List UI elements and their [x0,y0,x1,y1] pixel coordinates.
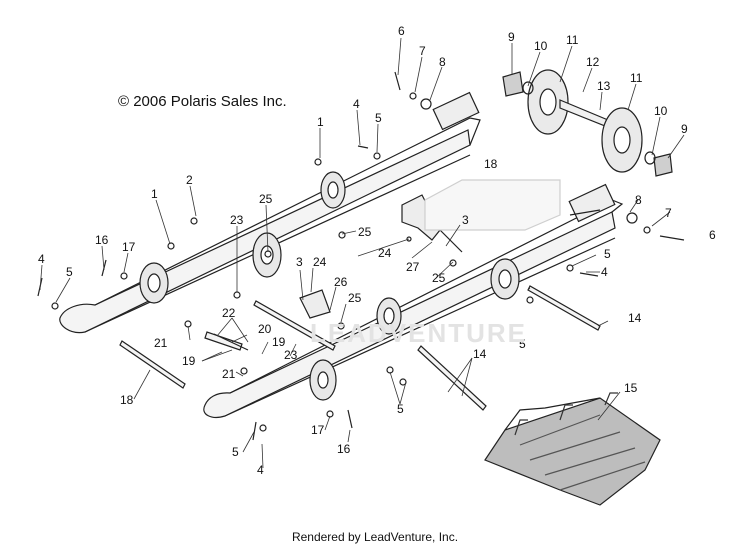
callout-3-lower: 3 [296,255,303,269]
callout-4-bottom: 4 [257,463,264,477]
callout-8-right: 8 [635,193,642,207]
idler-wheel-right-rear [490,258,520,300]
callout-14-lower: 14 [473,347,487,361]
callout-27: 27 [406,260,420,274]
callout-11-top: 11 [566,33,579,47]
idler-wheel-right-mid [376,297,402,335]
callout-1-left: 1 [151,187,158,201]
hardware-washers [51,92,651,432]
callout-26: 26 [334,275,348,289]
callout-16-left: 16 [95,233,109,247]
copyright-text: © 2006 Polaris Sales Inc. [118,93,287,110]
callout-13: 13 [597,79,611,93]
callout-25-center: 25 [358,225,372,239]
callout-3-center: 3 [462,213,469,227]
callout-11-right: 11 [630,71,643,85]
callout-22: 22 [222,306,236,320]
callout-18-lower: 18 [120,393,134,407]
callout-23-top: 23 [230,213,244,227]
callout-5-lower: 5 [397,402,404,416]
rear-axle-assembly [502,69,673,177]
callout-5-left: 5 [66,265,73,279]
callout-4-top: 4 [353,97,360,111]
callout-20: 20 [258,322,272,336]
callout-24-lower: 24 [313,255,327,269]
idler-wheel-left-rear [320,171,346,209]
callout-7-top: 7 [419,44,426,58]
callout-12: 12 [586,55,600,69]
callout-4-right: 4 [601,265,608,279]
watermark: LEADVENTURE [310,318,528,348]
idler-wheel-right-front [309,359,337,401]
callout-10-top: 10 [534,39,548,53]
callout-5-bottom: 5 [232,445,239,459]
callout-2: 2 [186,173,193,187]
callout-4-left: 4 [38,252,45,266]
callout-15: 15 [624,381,638,395]
callout-25-lower: 25 [348,291,362,305]
footer-credit: Rendered by LeadVenture, Inc. [291,530,459,544]
callout-5-mid: 5 [519,337,526,351]
callout-7-right: 7 [665,206,672,220]
callout-17-lower: 17 [311,423,325,437]
callout-19-mid: 19 [272,335,286,349]
callout-6-top: 6 [398,24,405,38]
callout-17-left: 17 [122,240,136,254]
callout-9-right: 9 [681,122,688,136]
callout-25-left: 25 [259,192,273,206]
callout-5-right: 5 [604,247,611,261]
idler-wheel-left-front [139,262,169,304]
callout-16-lower: 16 [337,442,351,456]
callout-5-top: 5 [375,111,382,125]
callout-8-top: 8 [439,55,446,69]
hardware-bolts [37,71,685,441]
track-section [484,392,661,506]
crossbar-outline [424,179,561,231]
callout-9-top: 9 [508,30,515,44]
callout-23-lower: 23 [284,348,298,362]
callout-6-right: 6 [709,228,716,242]
callout-1-top: 1 [317,115,324,129]
callout-25-right: 25 [432,271,446,285]
callout-19-left: 19 [182,354,196,368]
callout-10-right: 10 [654,104,668,118]
callout-14-right: 14 [628,311,642,325]
callout-21-lower: 21 [222,367,236,381]
callout-labels: 6 7 8 9 10 11 12 13 11 10 9 4 5 1 18 1 2… [38,24,716,477]
callout-24-center: 24 [378,246,392,260]
leader-lines [39,37,685,469]
callout-21-left: 21 [154,336,168,350]
callout-18-top: 18 [484,157,498,171]
